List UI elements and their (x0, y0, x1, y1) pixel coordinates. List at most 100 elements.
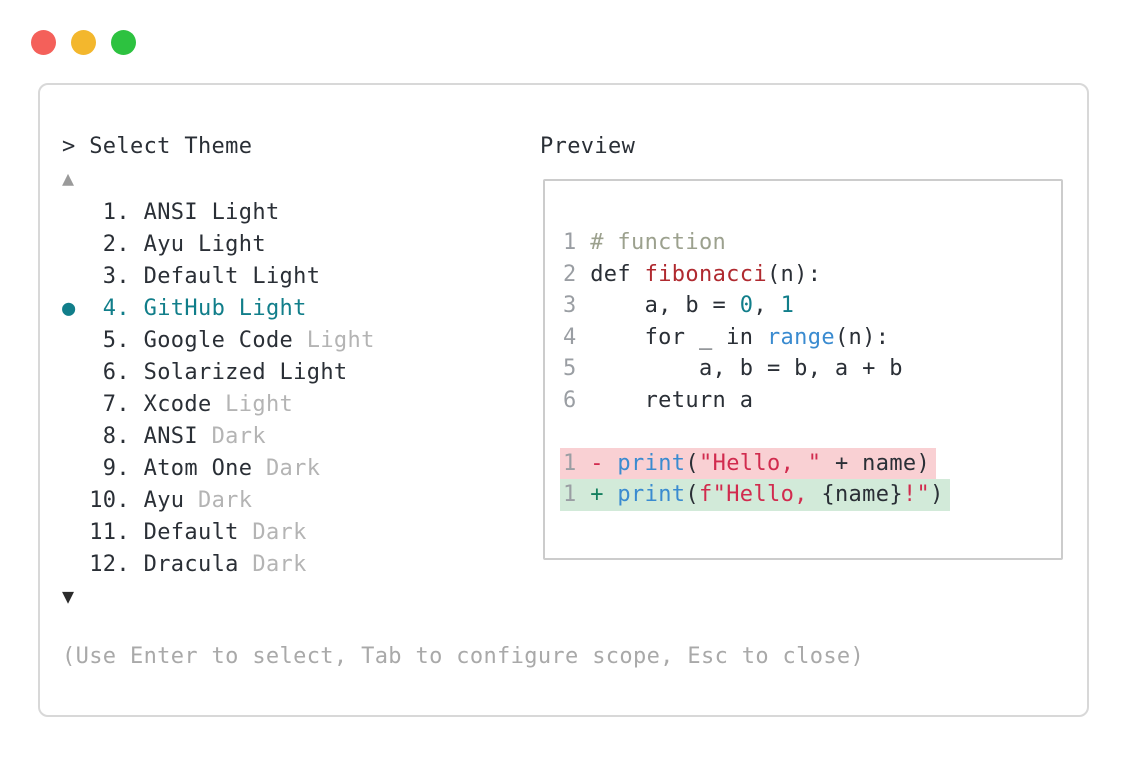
bullet-spacer (62, 456, 89, 481)
theme-list: 1. ANSI Light 2. Ayu Light 3. Default Li… (62, 197, 375, 581)
theme-item[interactable]: 2. Ayu Light (62, 229, 375, 261)
theme-item[interactable]: 9. Atom One Dark (62, 453, 375, 485)
line-number: 1 (563, 482, 591, 507)
bullet-spacer (62, 360, 89, 385)
code-token-string: "Hello, " (699, 450, 822, 476)
bullet-spacer (62, 200, 89, 225)
theme-item-number: 1. (89, 200, 144, 225)
scroll-down-icon[interactable]: ▼ (62, 584, 75, 608)
theme-item-number: 6. (89, 360, 144, 385)
code-token-comment: # function (590, 230, 727, 255)
code-token-plain: {name} (821, 482, 903, 507)
code-token-number: 0 (739, 293, 754, 318)
theme-dialog: > Select Theme ▲ 1. ANSI Light 2. Ayu Li… (38, 83, 1089, 717)
theme-item[interactable]: 10. Ayu Dark (62, 485, 375, 517)
theme-item[interactable]: 12. Dracula Dark (62, 549, 375, 581)
theme-item[interactable]: 3. Default Light (62, 261, 375, 293)
theme-item-label: Ayu (143, 488, 185, 513)
theme-item[interactable]: 6. Solarized Light (62, 357, 375, 389)
diff-added-line: 1 + print(f"Hello, {name}!") (560, 479, 1049, 511)
bullet-spacer (62, 488, 89, 513)
line-number: 4 (563, 324, 591, 350)
theme-item-variant-muted: Light (293, 328, 375, 353)
line-number: 5 (563, 356, 591, 381)
theme-item-number: 3. (89, 264, 144, 289)
theme-item-label: Google Code (143, 328, 294, 353)
theme-item-number: 2. (89, 232, 144, 257)
code-token-defname: fibonacci (644, 261, 767, 287)
code-line: 5 a, b = b, a + b (563, 353, 1049, 385)
theme-item-number: 12. (89, 552, 144, 577)
theme-item-label: ANSI Light (143, 200, 280, 225)
deletion-highlight: 1 - print("Hello, " + name) (560, 447, 937, 479)
bullet-spacer (62, 264, 89, 289)
code-line: 2 def fibonacci(n): (563, 259, 1049, 291)
theme-item-number: 7. (89, 392, 144, 417)
code-token-plain: (n): (834, 324, 890, 350)
theme-item-variant-muted: Light (211, 392, 294, 417)
theme-item[interactable]: 1. ANSI Light (62, 197, 375, 229)
line-number: 1 (563, 230, 591, 255)
line-number: 3 (563, 293, 591, 318)
theme-item-variant-muted: Dark (184, 488, 253, 513)
theme-item-variant-muted: Dark (252, 456, 321, 481)
theme-item-number: 4. (89, 296, 144, 321)
line-number: 6 (563, 387, 591, 413)
theme-item-label: Dracula (143, 552, 239, 577)
code-token-delmark: - (590, 450, 618, 476)
code-line: 3 a, b = 0, 1 (563, 290, 1049, 322)
line-number: 2 (563, 261, 591, 287)
code-token-plain: , (753, 293, 781, 318)
close-button[interactable] (31, 30, 56, 55)
code-token-plain: (n): (766, 261, 822, 287)
select-theme-prompt: > Select Theme (62, 134, 253, 159)
bullet-spacer (62, 328, 89, 353)
footer-hint: (Use Enter to select, Tab to configure s… (62, 644, 865, 669)
theme-item-label: GitHub Light (143, 296, 307, 321)
theme-item-label: Default (143, 520, 239, 545)
selected-bullet-icon: ● (62, 296, 90, 321)
window-controls (31, 30, 136, 55)
code-token-plain: def (590, 261, 645, 287)
bullet-spacer (62, 392, 89, 417)
theme-item[interactable]: 7. Xcode Light (62, 389, 375, 421)
scroll-up-icon[interactable]: ▲ (62, 166, 75, 190)
theme-item-label: Solarized Light (143, 360, 348, 385)
theme-item-variant-muted: Dark (238, 520, 307, 545)
minimize-button[interactable] (71, 30, 96, 55)
code-line (563, 416, 1049, 448)
theme-item-variant-muted: Dark (197, 424, 266, 449)
code-token-string: f"Hello, (699, 482, 822, 507)
theme-item-number: 10. (89, 488, 144, 513)
code-token-string: !" (902, 482, 931, 507)
bullet-spacer (62, 424, 89, 449)
theme-item[interactable]: 5. Google Code Light (62, 325, 375, 357)
theme-item-label: ANSI (143, 424, 198, 449)
code-token-call: print (617, 482, 686, 507)
theme-item-number: 9. (89, 456, 144, 481)
theme-item[interactable]: 8. ANSI Dark (62, 421, 375, 453)
preview-label: Preview (540, 134, 636, 159)
theme-item[interactable]: 11. Default Dark (62, 517, 375, 549)
code-token-plain: ) (930, 482, 944, 507)
code-token-number: 1 (780, 293, 795, 318)
theme-item-number: 5. (89, 328, 144, 353)
theme-item-number: 8. (89, 424, 144, 449)
diff-deleted-line: 1 - print("Hello, " + name) (560, 447, 1049, 479)
theme-item-label: Ayu Light (143, 232, 266, 257)
code-token-plain: a, b = b, a + b (590, 356, 903, 381)
code-token-call: range (766, 324, 835, 350)
bullet-spacer (62, 232, 89, 257)
zoom-button[interactable] (111, 30, 136, 55)
code-line: 6 return a (563, 385, 1049, 417)
line-number: 1 (563, 450, 591, 476)
code-token-plain: ( (685, 482, 699, 507)
theme-item-variant-muted: Dark (238, 552, 307, 577)
code-line: 1 # function (563, 227, 1049, 259)
bullet-spacer (62, 520, 89, 545)
theme-item[interactable]: ● 4. GitHub Light (62, 293, 375, 325)
code-token-call: print (617, 450, 686, 476)
theme-item-label: Xcode (143, 392, 212, 417)
